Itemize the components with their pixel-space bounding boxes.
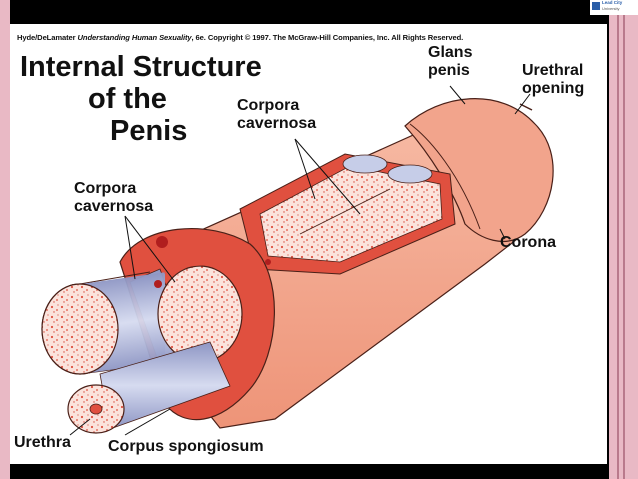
copyright-authors: Hyde/DeLamater	[17, 33, 78, 42]
logo-name: Lead City	[602, 0, 623, 5]
label-corona: Corona	[500, 234, 556, 251]
label-corpora-cavernosa-top-line1: Corpora	[237, 97, 300, 114]
logo-subtitle: University	[602, 6, 620, 11]
left-decorative-bar	[0, 0, 10, 479]
copyright-book-title: Understanding Human Sexuality	[77, 33, 192, 42]
stripe	[617, 0, 619, 479]
right-decorative-bar	[609, 0, 638, 479]
page-title-line2: of the	[88, 83, 167, 115]
penis-cross-section-illustration	[41, 85, 554, 436]
stripe	[623, 0, 625, 479]
label-corpus-spongiosum: Corpus spongiosum	[108, 438, 264, 455]
page-title-line3: Penis	[110, 115, 188, 147]
slide-content: Hyde/DeLamater Understanding Human Sexua…	[10, 24, 607, 464]
copyright-line: Hyde/DeLamater Understanding Human Sexua…	[17, 33, 463, 42]
glans	[404, 98, 554, 243]
label-glans-line1: Glans	[428, 44, 473, 61]
label-glans-line2: penis	[428, 62, 470, 79]
copyright-rest: , 6e. Copyright © 1997. The McGraw-Hill …	[191, 33, 464, 42]
urethra-lumen	[89, 403, 103, 415]
corona-ridge	[409, 123, 481, 230]
label-urethral-line1: Urethral	[522, 62, 584, 79]
label-corpora-cavernosa-left-line1: Corpora	[74, 180, 137, 197]
label-urethral-line2: opening	[522, 80, 585, 97]
logo-mark-icon	[592, 2, 600, 10]
label-corpora-cavernosa-left-line2: cavernosa	[74, 198, 154, 215]
logo: Lead City University	[590, 0, 638, 15]
label-urethra: Urethra	[14, 434, 71, 451]
page-title-line1: Internal Structure	[20, 51, 262, 83]
label-corpora-cavernosa-top-line2: cavernosa	[237, 115, 317, 132]
leader-lines	[69, 85, 531, 436]
